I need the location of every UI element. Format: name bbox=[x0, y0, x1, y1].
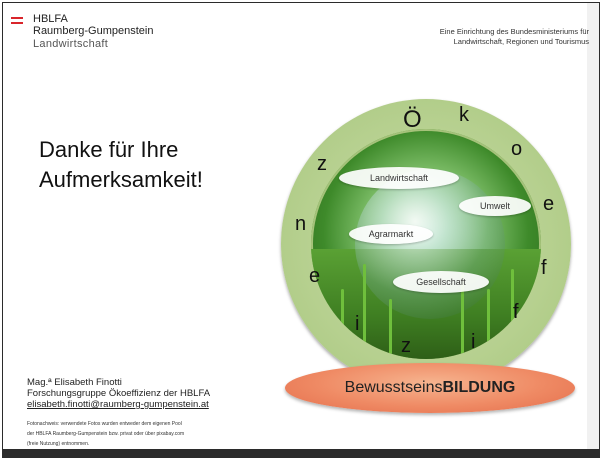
credit-line-1: Fotonachweis: verwendete Fotos wurden en… bbox=[27, 421, 182, 427]
bubble-landwirtschaft: Landwirtschaft bbox=[339, 167, 459, 189]
logo-mark-icon bbox=[11, 17, 23, 27]
logo-line-2: Raumberg-Gumpenstein bbox=[33, 25, 154, 37]
photo-credit: Fotonachweis: verwendete Fotos wurden en… bbox=[27, 419, 267, 449]
ring-letter: Ö bbox=[403, 106, 422, 133]
banner-bold: BILDUNG bbox=[442, 379, 516, 396]
ring-letter: i bbox=[471, 331, 476, 353]
ring-letter: z bbox=[317, 153, 327, 175]
bubble-umwelt: Umwelt bbox=[459, 196, 531, 216]
ring-letter: i bbox=[355, 313, 360, 335]
logo-line-1: HBLFA bbox=[33, 13, 68, 25]
bubble-agrarmarkt: Agrarmarkt bbox=[349, 224, 433, 244]
logo-line-3: Landwirtschaft bbox=[33, 38, 109, 50]
bewusstseinsbildung-banner: BewusstseinsBILDUNG bbox=[285, 363, 575, 413]
slide-title: Danke für Ihre Aufmerksamkeit! bbox=[39, 135, 269, 195]
ring-letter: n bbox=[295, 213, 307, 235]
contact-name: Mag.ª Elisabeth Finotti bbox=[27, 377, 122, 388]
credit-line-2: der HBLFA Raumberg-Gumpenstein bzw. priv… bbox=[27, 431, 185, 437]
ministry-note: Eine Einrichtung des Bundesministeriums … bbox=[349, 27, 589, 47]
bottom-bar bbox=[3, 449, 599, 457]
title-line-1: Danke für Ihre bbox=[39, 137, 179, 162]
ring-letter: e bbox=[543, 193, 555, 215]
glass-globe-image bbox=[355, 169, 505, 319]
slide: HBLFA Raumberg-Gumpenstein Landwirtschaf… bbox=[2, 2, 600, 458]
bubble-gesellschaft: Gesellschaft bbox=[393, 271, 489, 293]
contact-email-link[interactable]: elisabeth.finotti@raumberg-gumpenstein.a… bbox=[27, 399, 209, 410]
ministry-line-1: Eine Einrichtung des Bundesministeriums … bbox=[439, 27, 589, 36]
ring-letter: e bbox=[309, 265, 321, 287]
title-line-2: Aufmerksamkeit! bbox=[39, 167, 203, 192]
ring-letter: f bbox=[541, 257, 547, 279]
globe-grass-image bbox=[311, 129, 541, 359]
ring-letter: z bbox=[401, 335, 411, 357]
ring-letter: k bbox=[459, 104, 469, 126]
right-sidebar bbox=[587, 3, 599, 457]
contact-block: Mag.ª Elisabeth Finotti Forschungsgruppe… bbox=[27, 377, 210, 410]
credit-line-3: (freie Nutzung) entnommen. bbox=[27, 441, 90, 447]
ring-letter: o bbox=[511, 138, 523, 160]
banner-normal: Bewusstseins bbox=[344, 379, 443, 396]
ministry-line-2: Landwirtschaft, Regionen und Tourismus bbox=[453, 37, 589, 46]
contact-group: Forschungsgruppe Ökoeffizienz der HBLFA bbox=[27, 388, 211, 399]
ring-letter: f bbox=[513, 301, 519, 323]
